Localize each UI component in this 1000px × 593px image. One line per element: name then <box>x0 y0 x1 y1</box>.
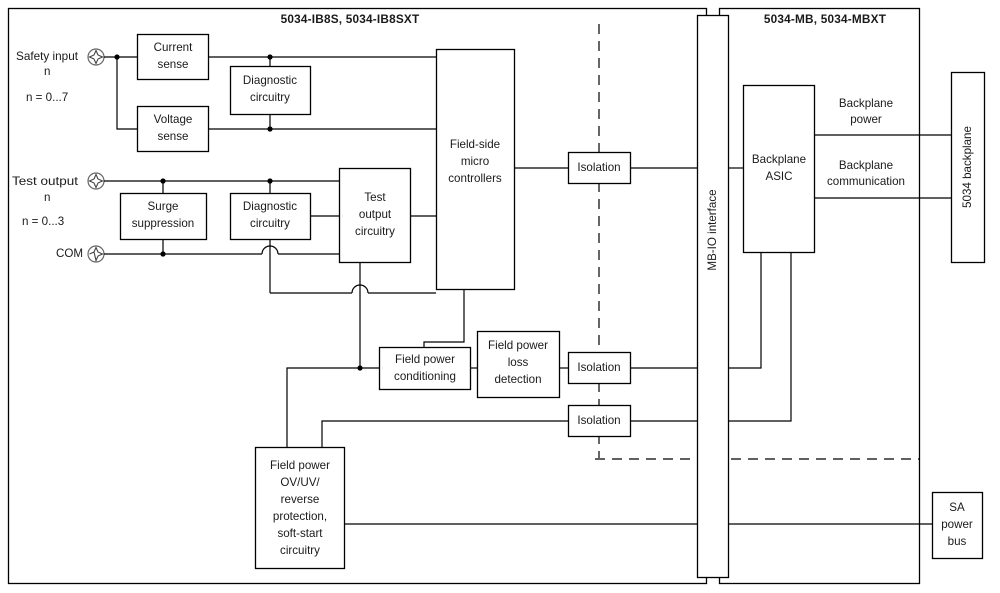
sa-power-line1: SA <box>949 501 965 514</box>
frame-io-module <box>7 7 708 585</box>
title-io-module: 5034-IB8S, 5034-IB8SXT <box>281 12 420 26</box>
backplane-power-label-line1: Backplane <box>839 97 893 110</box>
current-sense-line2: sense <box>158 58 189 71</box>
screw-terminal-icon-safety-input[interactable] <box>87 48 105 66</box>
wire-asic-down-right-to-mbio <box>728 252 792 422</box>
ovuv-line3: reverse <box>281 493 320 506</box>
asic-line2: ASIC <box>765 170 792 183</box>
backplane-comm-label-line1: Backplane <box>839 159 893 172</box>
fpc-line2: conditioning <box>394 370 456 383</box>
ovuv-line1: Field power <box>270 459 330 472</box>
safety-input-label-line1: Safety input <box>16 50 79 63</box>
voltage-sense-line2: sense <box>158 130 189 143</box>
block-mb-io-interface: MB-IO interface <box>696 14 730 579</box>
ovuv-line6: circuitry <box>280 544 320 557</box>
sa-power-line2: power <box>941 518 973 531</box>
voltage-sense-line1: Voltage <box>154 113 193 126</box>
wire-ovuv-top-right <box>321 420 568 447</box>
fpc-line1: Field power <box>395 353 455 366</box>
surge-line2: suppression <box>132 217 195 230</box>
com-label: COM <box>56 247 83 260</box>
current-sense-line1: Current <box>154 41 193 54</box>
fpld-line3: detection <box>494 373 541 386</box>
backplane-power-label-line2: power <box>850 113 882 126</box>
fpld-line1: Field power <box>488 339 548 352</box>
ovuv-line4: protection, <box>273 510 327 523</box>
wire-micro-down-to-fpc <box>423 289 465 347</box>
block-isolation-3: Isolation <box>567 404 632 438</box>
diag-input-line1: Diagnostic <box>243 74 297 87</box>
diag-output-line2: circuitry <box>250 217 290 230</box>
diag-input-line2: circuitry <box>250 91 290 104</box>
safety-input-label-line3: n = 0...7 <box>26 91 68 104</box>
block-current-sense: Current sense <box>136 33 210 81</box>
backplane-comm-label-line2: communication <box>827 175 905 188</box>
block-field-side-micro-controllers: Field-side micro controllers <box>435 48 516 291</box>
ovuv-line5: soft-start <box>277 527 323 540</box>
title-mb-module: 5034-MB, 5034-MBXT <box>764 12 887 26</box>
diag-output-line1: Diagnostic <box>243 200 297 213</box>
isolation2-label: Isolation <box>577 361 620 374</box>
block-voltage-sense: Voltage sense <box>136 105 210 153</box>
screw-terminal-icon-com[interactable] <box>87 245 105 263</box>
testout-line1: Test <box>364 191 386 204</box>
micro-line2: micro <box>461 155 489 168</box>
ovuv-line2: OV/UV/ <box>280 476 320 489</box>
asic-line1: Backplane <box>752 153 806 166</box>
wire-safety-branch-to-voltage <box>116 57 137 130</box>
backplane-5034-label: 5034 backplane <box>961 126 974 208</box>
block-5034-backplane: 5034 backplane <box>950 71 986 264</box>
block-field-power-conditioning: Field power conditioning <box>378 346 472 391</box>
test-output-label-line2: n <box>44 191 50 204</box>
micro-line3: controllers <box>448 172 502 185</box>
mb-io-interface-label: MB-IO interface <box>706 189 719 270</box>
isolation3-label: Isolation <box>577 414 620 427</box>
block-sa-power-bus: SA power bus <box>931 491 984 560</box>
wire-asic-down-left-to-mbio <box>728 252 762 369</box>
block-surge-suppression: Surge suppression <box>119 192 208 241</box>
testout-line3: circuitry <box>355 225 395 238</box>
screw-terminal-icon-test-output[interactable] <box>87 172 105 190</box>
block-backplane-asic: Backplane ASIC <box>742 84 816 254</box>
safety-input-label-line2: n <box>44 65 50 78</box>
isolation1-label: Isolation <box>577 161 620 174</box>
block-field-power-ovuv: Field power OV/UV/ reverse protection, s… <box>254 446 346 570</box>
block-test-output-circuitry: Test output circuitry <box>338 167 412 264</box>
block-isolation-1: Isolation <box>567 151 632 185</box>
micro-line1: Field-side <box>450 138 500 151</box>
surge-line1: Surge <box>148 200 179 213</box>
testout-line2: output <box>359 208 392 221</box>
block-diagnostic-circuitry-input: Diagnostic circuitry <box>229 65 312 116</box>
fpld-line2: loss <box>508 356 529 369</box>
block-isolation-2: Isolation <box>567 351 632 385</box>
test-output-label-line3: n = 0...3 <box>22 215 64 228</box>
block-diagnostic-circuitry-output: Diagnostic circuitry <box>229 192 312 241</box>
test-output-label-line1: Test output <box>12 175 79 188</box>
sa-power-line3: bus <box>948 535 967 548</box>
block-field-power-loss-detection: Field power loss detection <box>476 330 561 399</box>
wire-fpc-node-to-ovuv <box>286 367 360 447</box>
